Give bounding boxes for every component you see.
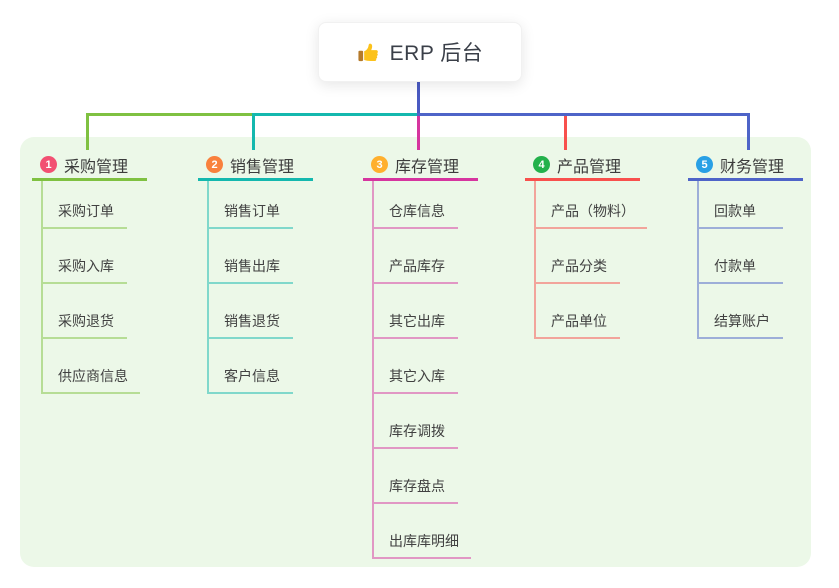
- branch-drop-line: [747, 116, 750, 150]
- child-node[interactable]: 供应商信息: [43, 339, 140, 394]
- branch-2: 2 销售管理销售订单销售出库销售退货客户信息: [198, 146, 313, 394]
- child-node[interactable]: 采购退货: [43, 284, 127, 339]
- branch-drop-line: [417, 116, 420, 150]
- branch-children-tree: 产品（物料）产品分类产品单位: [534, 181, 647, 339]
- child-node[interactable]: 采购入库: [43, 229, 127, 284]
- branch-4: 4 产品管理产品（物料）产品分类产品单位: [525, 146, 647, 339]
- branch-header[interactable]: 5 财务管理: [688, 146, 803, 181]
- branch-1: 1 采购管理采购订单采购入库采购退货供应商信息: [32, 146, 147, 394]
- connector-segment-5: [417, 113, 750, 116]
- child-node[interactable]: 库存调拨: [374, 394, 458, 449]
- root-stem-line: [417, 82, 420, 116]
- branch-label: 产品管理: [557, 158, 622, 176]
- child-node[interactable]: 采购订单: [43, 181, 127, 229]
- thumbs-up-icon: [357, 41, 380, 64]
- branch-children-tree: 回款单付款单结算账户: [697, 181, 783, 339]
- branch-drop-line: [564, 116, 567, 150]
- child-node[interactable]: 销售订单: [209, 181, 293, 229]
- child-node[interactable]: 付款单: [699, 229, 783, 284]
- child-node[interactable]: 库存盘点: [374, 449, 458, 504]
- branch-number-badge: 2: [206, 156, 223, 173]
- branch-header[interactable]: 2 销售管理: [198, 146, 313, 181]
- branch-5: 5 财务管理回款单付款单结算账户: [688, 146, 803, 339]
- child-node[interactable]: 产品分类: [536, 229, 620, 284]
- root-node[interactable]: ERP 后台: [318, 22, 522, 82]
- branch-label: 库存管理: [395, 158, 460, 176]
- child-node[interactable]: 产品单位: [536, 284, 620, 339]
- child-node[interactable]: 结算账户: [699, 284, 783, 339]
- branch-children-tree: 销售订单销售出库销售退货客户信息: [207, 181, 293, 394]
- branches-panel: [20, 137, 811, 567]
- child-node[interactable]: 客户信息: [209, 339, 293, 394]
- child-node[interactable]: 销售退货: [209, 284, 293, 339]
- branch-drop-line: [252, 116, 255, 150]
- root-label: ERP 后台: [389, 42, 484, 65]
- branch-3: 3 库存管理仓库信息产品库存其它出库其它入库库存调拨库存盘点出库库明细: [363, 146, 478, 559]
- connector-segment-1: [86, 113, 255, 116]
- child-node[interactable]: 回款单: [699, 181, 783, 229]
- branch-number-badge: 1: [40, 156, 57, 173]
- branch-header[interactable]: 4 产品管理: [525, 146, 640, 181]
- branch-header[interactable]: 1 采购管理: [32, 146, 147, 181]
- branch-drop-line: [86, 116, 89, 150]
- branch-number-badge: 3: [371, 156, 388, 173]
- child-node[interactable]: 出库库明细: [374, 504, 471, 559]
- child-node[interactable]: 产品（物料）: [536, 181, 647, 229]
- branch-label: 采购管理: [64, 158, 129, 176]
- child-node[interactable]: 产品库存: [374, 229, 458, 284]
- branch-children-tree: 采购订单采购入库采购退货供应商信息: [41, 181, 140, 394]
- connector-segment-2: [252, 113, 420, 116]
- branch-children-tree: 仓库信息产品库存其它出库其它入库库存调拨库存盘点出库库明细: [372, 181, 471, 559]
- branch-label: 销售管理: [230, 158, 295, 176]
- child-node[interactable]: 仓库信息: [374, 181, 458, 229]
- child-node[interactable]: 其它入库: [374, 339, 458, 394]
- branch-label: 财务管理: [720, 158, 785, 176]
- branch-number-badge: 4: [533, 156, 550, 173]
- branch-header[interactable]: 3 库存管理: [363, 146, 478, 181]
- child-node[interactable]: 销售出库: [209, 229, 293, 284]
- branch-number-badge: 5: [696, 156, 713, 173]
- child-node[interactable]: 其它出库: [374, 284, 458, 339]
